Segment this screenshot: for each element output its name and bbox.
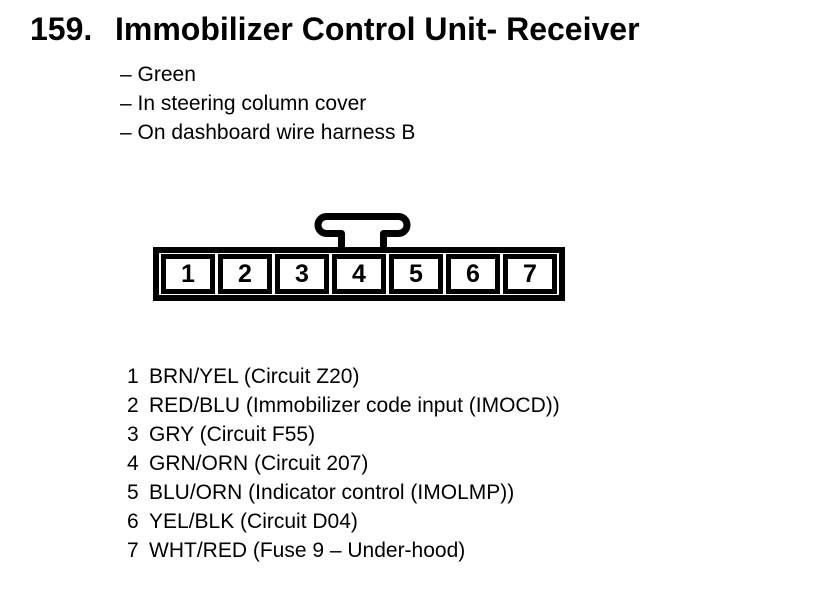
legend-row: 2 RED/BLU (Immobilizer code input (IMOCD… [127, 391, 560, 420]
detail-item: – In steering column cover [120, 92, 367, 115]
legend-pin-number: 7 [127, 539, 139, 562]
legend-row: 4 GRN/ORN (Circuit 207) [127, 449, 560, 478]
pin-cell-1: 1 [161, 254, 215, 294]
legend-pin-label: GRY (Circuit F55) [149, 423, 316, 446]
legend-pin-label: RED/BLU (Immobilizer code input (IMOCD)) [149, 394, 560, 417]
pin-legend: 1 BRN/YEL (Circuit Z20) 2 RED/BLU (Immob… [127, 362, 560, 565]
legend-pin-label: YEL/BLK (Circuit D04) [149, 510, 358, 533]
pin-cell-3: 3 [275, 254, 329, 294]
legend-pin-number: 5 [127, 481, 139, 504]
connector-body: 1 2 3 4 5 6 7 [153, 247, 565, 301]
legend-row: 7 WHT/RED (Fuse 9 – Under-hood) [127, 536, 560, 565]
page-title: 159. Immobilizer Control Unit- Receiver [30, 12, 640, 46]
pin-cell-7: 7 [503, 254, 557, 294]
pin-cell-4: 4 [332, 254, 386, 294]
legend-row: 3 GRY (Circuit F55) [127, 420, 560, 449]
detail-item: – Green [120, 63, 196, 86]
pin-cell-5: 5 [389, 254, 443, 294]
legend-pin-number: 3 [127, 423, 139, 446]
connector-latch-tab-icon [314, 213, 411, 253]
legend-pin-label: BLU/ORN (Indicator control (IMOLMP)) [149, 481, 515, 504]
legend-row: 5 BLU/ORN (Indicator control (IMOLMP)) [127, 478, 560, 507]
legend-pin-label: BRN/YEL (Circuit Z20) [149, 365, 360, 388]
legend-row: 6 YEL/BLK (Circuit D04) [127, 507, 560, 536]
legend-pin-number: 1 [127, 365, 139, 388]
legend-row: 1 BRN/YEL (Circuit Z20) [127, 362, 560, 391]
legend-pin-number: 6 [127, 510, 139, 533]
detail-item: – On dashboard wire harness B [120, 121, 416, 144]
pin-cell-6: 6 [446, 254, 500, 294]
legend-pin-number: 2 [127, 394, 139, 417]
detail-list: – Green – In steering column cover – On … [120, 60, 415, 147]
legend-pin-label: WHT/RED (Fuse 9 – Under-hood) [149, 539, 466, 562]
item-number: 159. [30, 11, 93, 47]
legend-pin-label: GRN/ORN (Circuit 207) [149, 452, 369, 475]
page-title-text: Immobilizer Control Unit- Receiver [115, 11, 640, 47]
pin-cell-2: 2 [218, 254, 272, 294]
legend-pin-number: 4 [127, 452, 139, 475]
